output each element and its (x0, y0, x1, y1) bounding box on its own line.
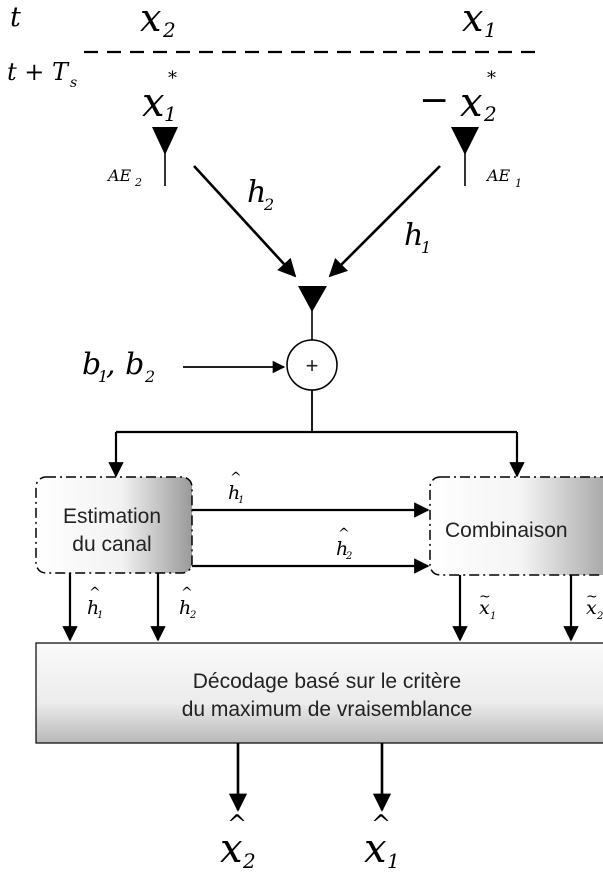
svg-text:^: ^ (227, 810, 247, 838)
antenna-ae1-label: AE 1 (485, 166, 522, 190)
channel-estimation-line2: du canal (72, 533, 151, 556)
svg-text:1: 1 (515, 177, 522, 190)
x1-tilde-label: x ~ 1 (479, 589, 496, 622)
svg-text:h: h (87, 597, 99, 619)
channel-estimation-box: Estimation du canal (35, 476, 193, 574)
svg-text:t + T: t + T (7, 58, 70, 86)
x2-tilde-label: x ~ 2 (586, 589, 603, 622)
symbol-x1-conjugate: x 1 * (142, 68, 177, 126)
svg-text:s: s (70, 75, 77, 91)
svg-text:x: x (220, 826, 243, 872)
svg-text:h: h (179, 597, 191, 619)
svg-text:2: 2 (162, 18, 176, 42)
svg-text:2: 2 (189, 610, 196, 621)
svg-text:AE: AE (106, 166, 132, 185)
symbol-x1-top: x 1 (462, 0, 497, 42)
svg-text:b: b (82, 347, 101, 382)
noise-b1-b2-label: b 1 , b 2 (82, 347, 155, 386)
combiner-label: Combinaison (445, 519, 568, 542)
h1-hat-label-bottom: h ^ 1 (87, 585, 103, 621)
svg-text:1: 1 (387, 849, 400, 873)
antenna-ae2-icon (152, 127, 178, 186)
svg-text:AE: AE (485, 166, 511, 185)
symbol-minus-x2-conjugate: − x 2 * (419, 68, 497, 126)
svg-text:h: h (228, 482, 240, 504)
receive-antenna-icon (298, 286, 327, 340)
ml-decoder-line1: Décodage basé sur le critère (193, 670, 461, 693)
channel-h1-arrow (328, 165, 441, 278)
svg-text:1: 1 (421, 238, 431, 257)
svg-text:x: x (142, 80, 165, 126)
combiner-box: Combinaison (429, 476, 603, 576)
svg-text:x: x (140, 0, 161, 40)
svg-text:1: 1 (98, 367, 108, 386)
channel-h1-label: h 1 (404, 218, 431, 257)
antenna-ae2-label: AE 2 (106, 166, 142, 189)
svg-text:~: ~ (586, 589, 598, 605)
svg-text:2: 2 (263, 195, 274, 214)
svg-text:^: ^ (89, 585, 101, 601)
svg-text:2: 2 (596, 611, 603, 622)
svg-text:1: 1 (238, 495, 244, 506)
channel-h2-arrow (193, 165, 297, 278)
h2-hat-label-bottom: h ^ 2 (179, 585, 196, 621)
svg-text:^: ^ (338, 526, 350, 542)
svg-text:2: 2 (144, 367, 155, 386)
svg-text:*: * (487, 68, 496, 89)
svg-text:^: ^ (371, 810, 391, 838)
svg-text:x: x (586, 597, 597, 619)
adder-node: + (286, 339, 338, 391)
time-t-label: t (10, 2, 21, 33)
output-x1-hat-label: x ^ 1 (364, 810, 400, 873)
svg-text:1: 1 (97, 610, 103, 621)
ml-decoder-box: Décodage basé sur le critère du maximum … (35, 642, 603, 744)
svg-text:h: h (404, 218, 423, 253)
svg-text:1: 1 (490, 611, 496, 622)
svg-text:2: 2 (483, 102, 497, 126)
svg-text:h: h (336, 538, 348, 560)
ml-decoder-line2: du maximum de vraisemblance (182, 698, 473, 721)
svg-text:2: 2 (134, 176, 142, 189)
svg-text:+: + (306, 353, 319, 378)
h1-hat-label-top: h ^ 1 (228, 470, 244, 506)
split-lines (108, 390, 525, 478)
svg-text:^: ^ (181, 585, 193, 601)
svg-text:1: 1 (164, 102, 177, 126)
svg-text:x: x (462, 0, 483, 40)
svg-text:~: ~ (479, 589, 491, 605)
svg-text:2: 2 (242, 849, 256, 873)
time-t-plus-ts-label: t + T s (7, 58, 77, 91)
svg-text:x: x (460, 80, 483, 126)
svg-text:x: x (364, 826, 387, 872)
svg-text:2: 2 (345, 551, 352, 562)
svg-text:1: 1 (484, 18, 497, 42)
svg-text:x: x (479, 597, 490, 619)
h2-hat-label-mid: h ^ 2 (336, 526, 352, 562)
svg-text:, b: , b (106, 347, 144, 382)
svg-text:−: − (419, 80, 449, 121)
output-x2-hat-label: x ^ 2 (220, 810, 256, 873)
svg-text:h: h (247, 175, 266, 210)
symbol-x2-top: x 2 (140, 0, 176, 42)
svg-text:^: ^ (230, 470, 242, 486)
channel-estimation-line1: Estimation (63, 505, 161, 528)
svg-text:*: * (168, 68, 177, 89)
antenna-ae1-icon (451, 127, 479, 186)
channel-h2-label: h 2 (247, 175, 274, 214)
